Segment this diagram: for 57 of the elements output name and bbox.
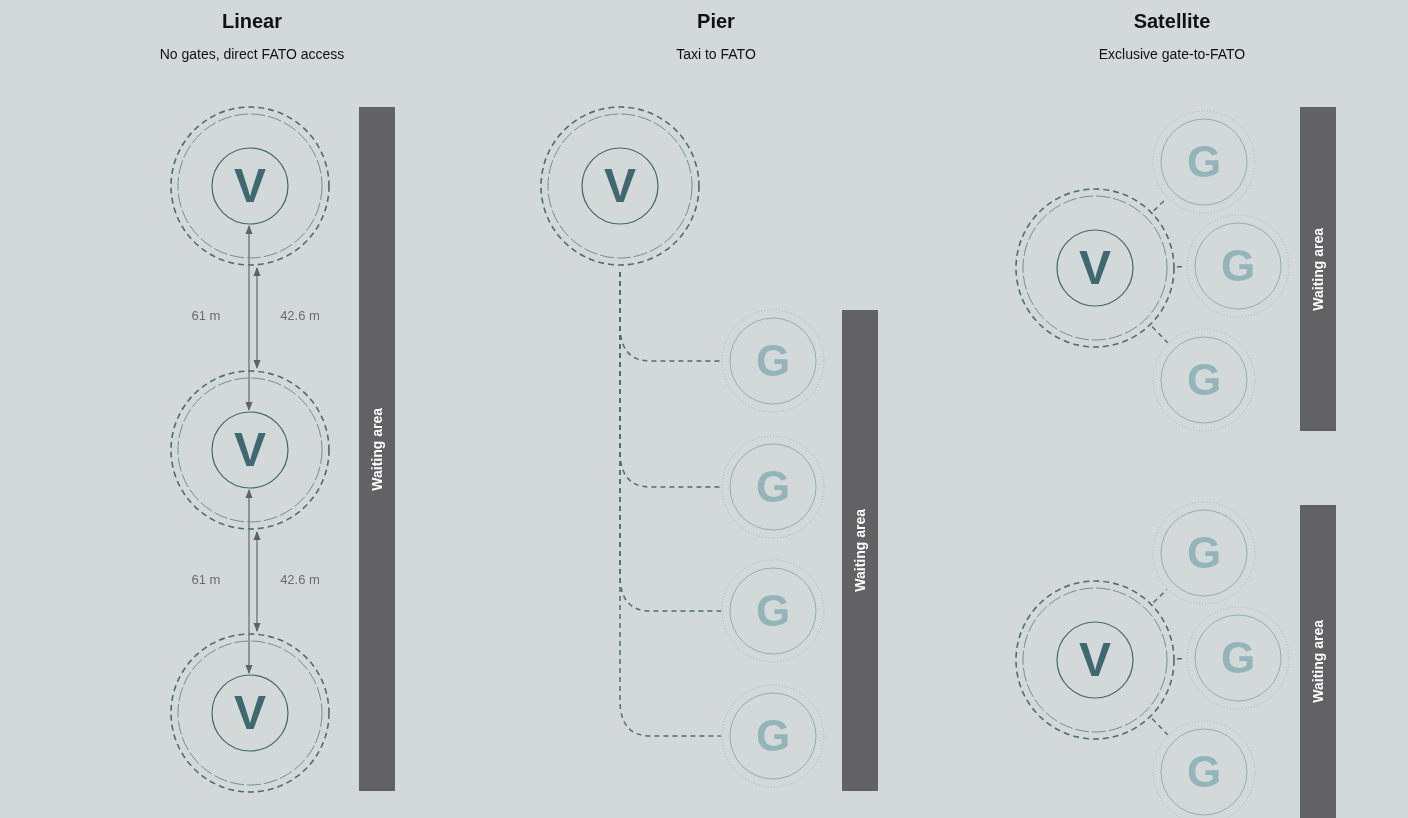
circle-letter: V [234,426,266,474]
bar-label: Waiting area [852,509,868,592]
gate-circle [1186,214,1290,318]
circle-letter: G [1186,750,1222,794]
vertiport-circle [1015,188,1175,348]
vertiport-circle [540,106,700,266]
column-subtitle: Exclusive gate-to-FATO [1098,46,1246,62]
vertiport-circle [170,370,330,530]
gate-circle [721,559,825,663]
circle-letter: V [234,689,266,737]
edge-label: 61 m [191,571,221,587]
circle-letter: G [1220,244,1256,288]
column-heading: Pier [697,10,735,33]
circle-letter: G [755,339,791,383]
circle-letter: G [755,589,791,633]
measure-arrow [245,225,253,411]
waiting-area-bar [842,310,878,791]
waiting-area-bar [1300,505,1336,818]
bar-label: Waiting area [1310,227,1326,311]
edge-label: 61 m [191,308,221,323]
connector-line [1152,588,1168,604]
vertiport-circle [170,633,330,793]
column-subtitle: No gates, direct FATO access [159,46,345,62]
bar-label: Waiting area [1310,620,1326,703]
circle-letter: V [1079,244,1111,292]
connector-line [1151,326,1169,344]
column-heading: Linear [222,10,282,33]
waiting-area-bar [359,107,395,791]
gate-circle [721,684,825,788]
circle-letter: G [1186,358,1222,402]
edge-label: 42.6 m [280,571,320,587]
waiting-area-bar [1300,107,1336,431]
gate-circle [721,435,825,539]
column-subtitle: Taxi to FATO [676,46,756,62]
bar-label: Waiting area [369,407,385,491]
measure-arrow [253,531,261,632]
circle-letter: G [755,465,791,509]
gate-circle [1152,501,1256,605]
gate-circle [1186,606,1290,710]
vertiport-circle [1015,580,1175,740]
gate-circle [1152,110,1256,214]
circle-letter: V [1079,636,1111,684]
gate-circle [721,309,825,413]
measure-arrow [245,489,253,674]
connector-line [1151,718,1169,736]
circle-letter: G [1186,140,1222,184]
circle-letter: V [234,162,266,210]
circle-letter: V [604,162,636,210]
column-heading: Satellite [1133,10,1211,33]
circle-letter: G [1186,531,1222,575]
connector-line [619,271,722,737]
circle-letter: G [755,714,791,758]
vertiport-circle [170,106,330,266]
circle-letter: G [1220,636,1256,680]
gate-circle [1152,328,1256,432]
measure-arrow [253,267,261,369]
edge-label: 42.6 m [280,308,320,323]
